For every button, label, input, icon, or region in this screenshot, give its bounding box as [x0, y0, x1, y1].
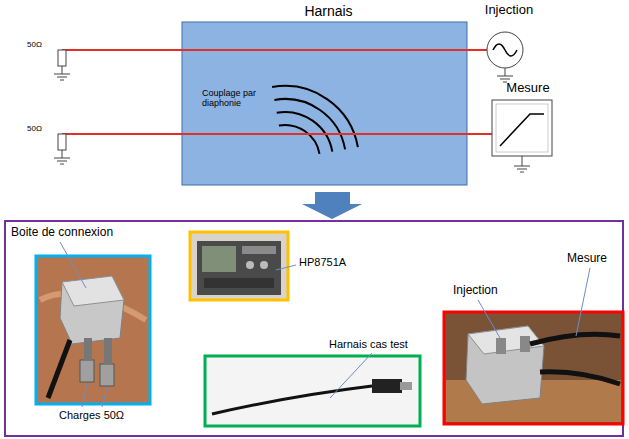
- ground-symbol: [54, 66, 70, 164]
- photo-test-harness: [205, 356, 420, 426]
- wire: [62, 49, 487, 51]
- photo-analyser: [190, 232, 288, 300]
- resistor-value: 50Ω: [26, 40, 43, 49]
- resistor-value: 50Ω: [26, 124, 43, 133]
- measurement-device: Mesure: [486, 80, 570, 190]
- crosstalk-arcs: [272, 86, 358, 154]
- photo-connection-box: [36, 256, 150, 404]
- harness-block: [182, 22, 467, 185]
- part-label: Charges 50Ω: [58, 409, 125, 422]
- resistor-symbol: [58, 50, 66, 150]
- device-label: Injection: [470, 2, 548, 18]
- part-label: Boite de connexion: [10, 226, 114, 240]
- harness-block: HarnaisCouplage par diaphonie: [182, 2, 475, 185]
- part-label: Harnais cas test: [328, 338, 409, 351]
- block-note: Couplage par diaphonie: [202, 88, 264, 109]
- down-arrow: [302, 192, 362, 219]
- wire: [62, 133, 492, 135]
- part-label: Mesure: [566, 252, 608, 266]
- leader-line: [60, 242, 590, 407]
- injection-source: Injection: [470, 2, 548, 92]
- photo-panel: [5, 221, 623, 436]
- part-label: HP8751A: [298, 256, 347, 269]
- block-title: Harnais: [182, 2, 475, 22]
- meter-symbol: [486, 80, 570, 190]
- photo-bench: [444, 312, 623, 424]
- part-label: Injection: [452, 284, 499, 298]
- device-label: Mesure: [486, 80, 570, 96]
